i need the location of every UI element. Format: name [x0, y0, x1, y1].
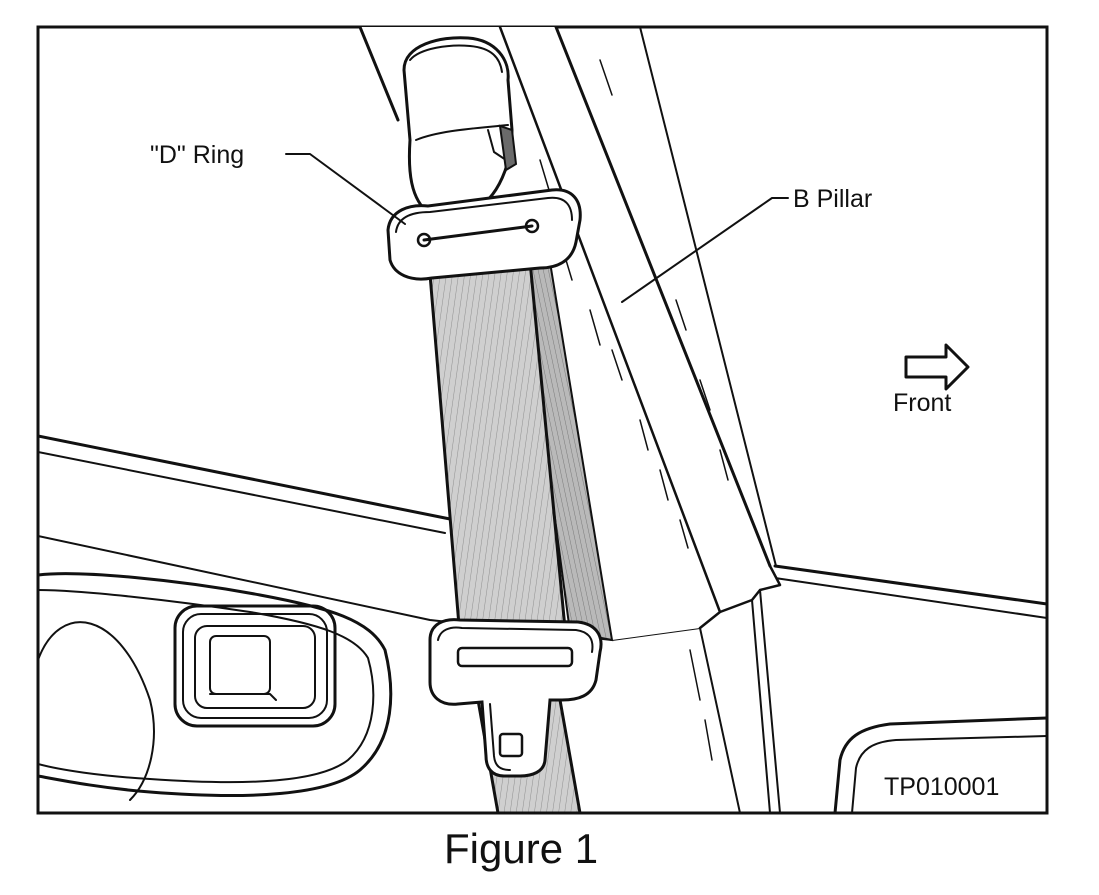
- d-ring-anchor: [402, 36, 518, 216]
- d-ring-label: "D" Ring: [150, 141, 244, 169]
- buckle-tongue: [428, 618, 603, 778]
- rear-window-sill: [773, 564, 1047, 619]
- front-label: Front: [893, 389, 951, 417]
- door-panel: [38, 572, 393, 801]
- quarter-trim: [833, 716, 1047, 813]
- figure-caption: Figure 1: [444, 825, 598, 872]
- figure-code: TP010001: [884, 773, 999, 801]
- d-ring-leader: [285, 153, 406, 225]
- front-arrow-icon: [904, 343, 970, 391]
- door-handle: [173, 604, 337, 728]
- b-pillar-label: B Pillar: [793, 185, 872, 213]
- b-pillar-leader: [621, 197, 789, 303]
- d-ring: [386, 188, 582, 281]
